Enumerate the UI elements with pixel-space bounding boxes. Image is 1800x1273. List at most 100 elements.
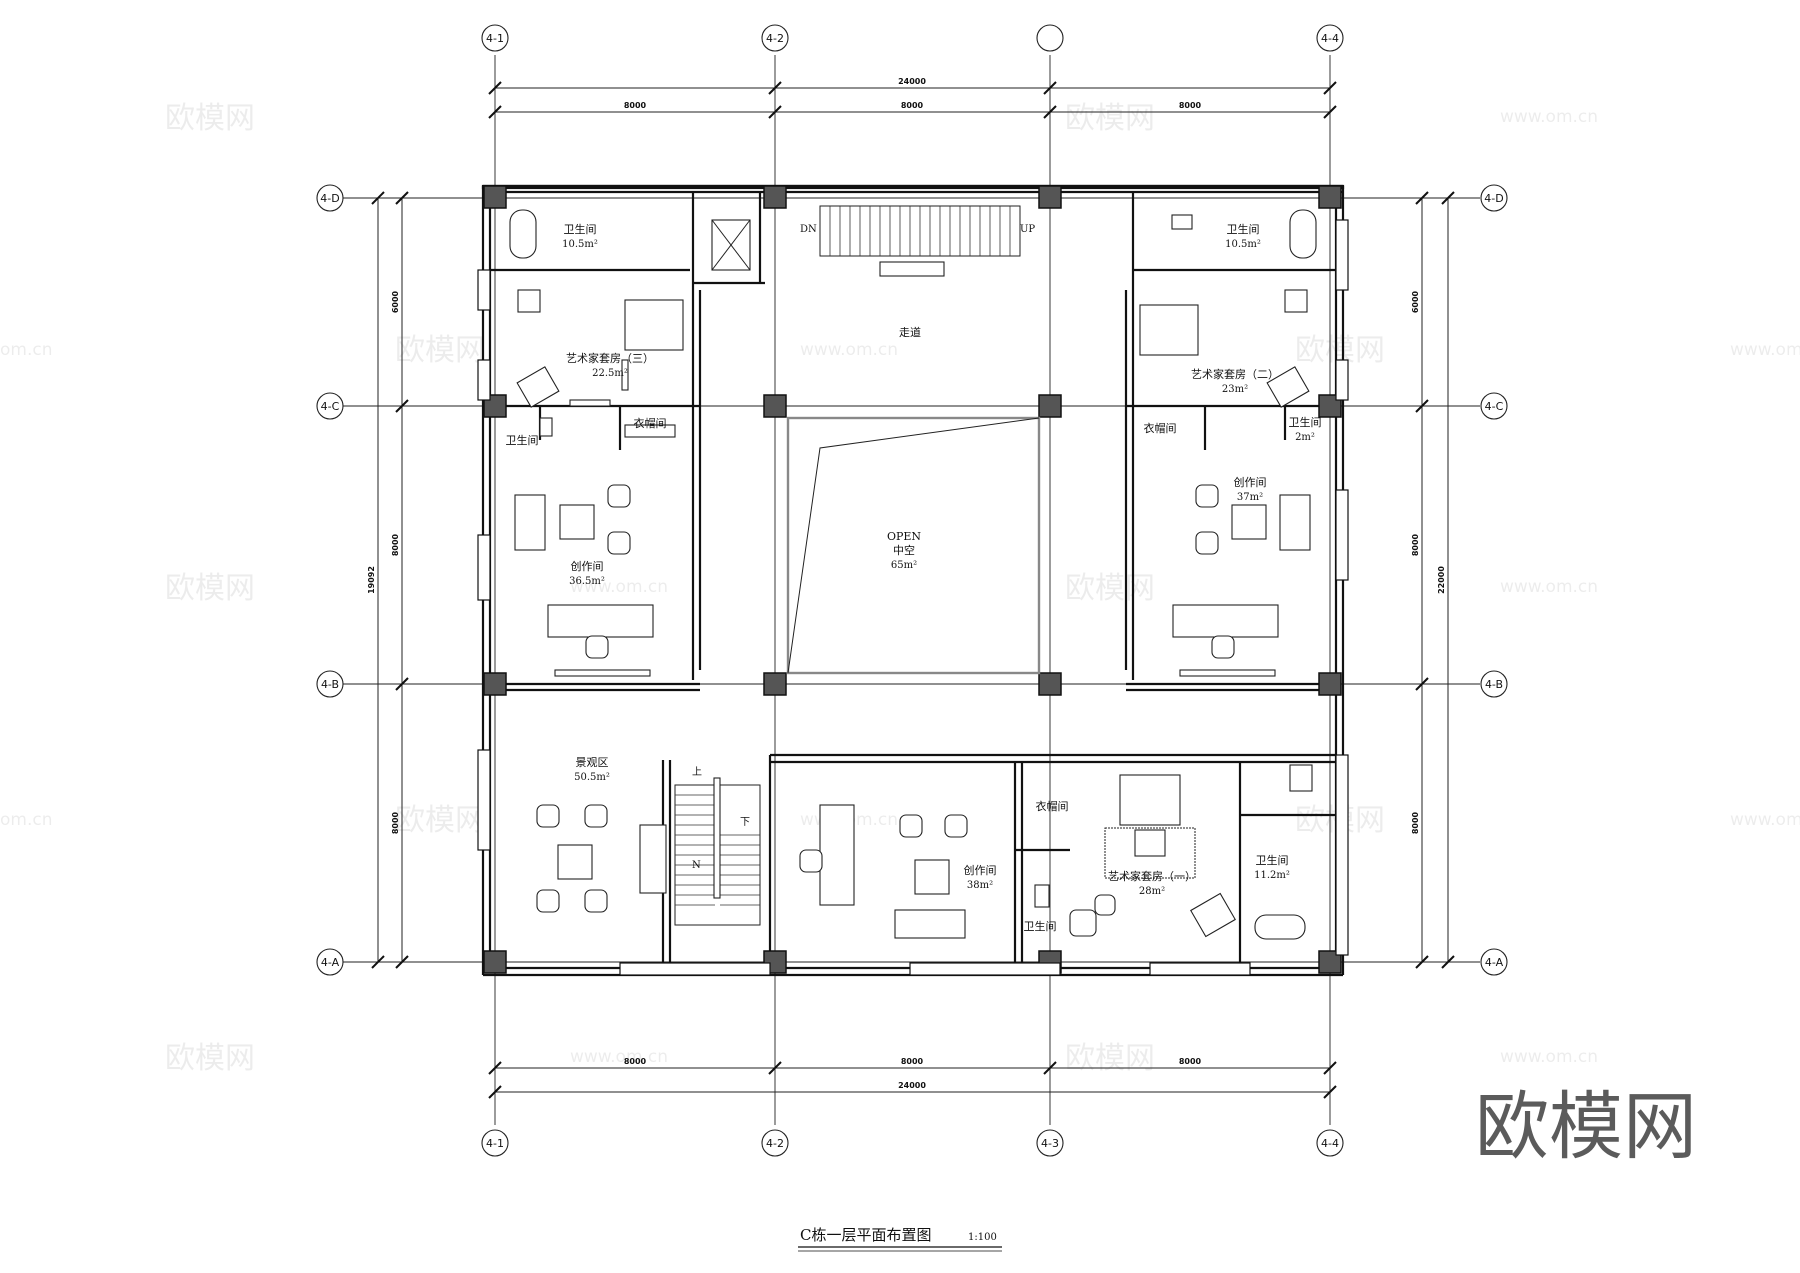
dim-left-seg-3: 8000 (391, 811, 400, 834)
room-name-studio-b: 创作间 (964, 864, 997, 877)
dim-top-total: 24000 (898, 77, 926, 86)
room-area-suite-two: 23m² (1222, 384, 1248, 395)
room-area-studio-l: 36.5m² (569, 576, 605, 587)
drawing-scale: 1:100 (968, 1232, 997, 1243)
axis-top-3 (1036, 24, 1064, 52)
watermark-url: www.om.cn (800, 340, 898, 360)
room-area-view: 50.5m² (574, 772, 610, 783)
svg-text:4-4: 4-4 (1321, 32, 1339, 45)
axis-bottom-4: 4-4 (1316, 1129, 1344, 1157)
dim-right-total: 22000 (1437, 566, 1446, 594)
watermark-brand: 欧模网 (1065, 1041, 1155, 1076)
watermark-brand: 欧模网 (1065, 101, 1155, 136)
axis-bottom-3: 4-3 (1036, 1129, 1064, 1157)
axis-left-B: 4-B (316, 670, 344, 698)
axis-right-C: 4-C (1480, 392, 1508, 420)
watermark-brand: 欧模网 (1065, 571, 1155, 606)
stair-up-label: UP (1020, 224, 1035, 235)
room-area-studio-r: 37m² (1237, 492, 1263, 503)
dim-top-seg-2: 8000 (901, 101, 924, 110)
axis-right-B: 4-B (1480, 670, 1508, 698)
room-name-suite-three: 艺术家套房（三） (566, 351, 654, 365)
watermark-brand: 欧模网 (395, 333, 485, 368)
watermark-layer: 欧模网 欧模网 www.om.cn om.cn 欧模网 www.om.cn 欧模… (0, 101, 1800, 1076)
room-area-bath-br: 11.2m² (1254, 870, 1290, 881)
room-name-suite-two: 艺术家套房（二） (1191, 367, 1279, 381)
dim-left-seg-2: 8000 (391, 533, 400, 556)
stair-top: DN UP (800, 205, 1035, 277)
dim-top-seg-1: 8000 (624, 101, 647, 110)
svg-text:4-B: 4-B (321, 678, 339, 691)
watermark-url: www.om.cn (1500, 1047, 1598, 1067)
room-name-wc-b: 卫生间 (1024, 919, 1057, 933)
watermark-brand: 欧模网 (165, 101, 255, 136)
watermark-url: www.om.cn (570, 577, 668, 597)
axis-top-4: 4-4 (1316, 24, 1344, 52)
axis-right-A: 4-A (1480, 948, 1508, 976)
dim-right-seg-1: 6000 (1411, 290, 1420, 313)
axis-top-1: 4-1 (481, 24, 509, 52)
room-area-wc-r: 2m² (1295, 432, 1315, 443)
stair2-down-label: 下 (740, 817, 750, 828)
room-name-closet-l: 衣帽间 (634, 416, 667, 430)
axis-top-2: 4-2 (761, 24, 789, 52)
axis-bottom-1: 4-1 (481, 1129, 509, 1157)
room-name-studio-l: 创作间 (571, 560, 604, 573)
axis-left-D: 4-D (316, 184, 344, 212)
stair2-up-label: 上 (692, 766, 702, 778)
room-name-suite-one: 艺术家套房（一） (1108, 869, 1196, 883)
stair-dn-label: DN (800, 224, 817, 235)
room-name-bath-br: 卫生间 (1256, 853, 1289, 867)
svg-text:4-B: 4-B (1485, 678, 1503, 691)
dim-bottom-total: 24000 (898, 1081, 926, 1090)
room-name-void-cn: 中空 (893, 543, 915, 557)
dimension-lines: 24000 8000 8000 8000 8000 8000 8000 2400… (367, 77, 1455, 1099)
room-labels: 卫生间 10.5m² 艺术家套房（三） 22.5m² 卫生间 衣帽间 创作间 3… (506, 222, 1322, 933)
room-area-void: 65m² (891, 560, 917, 571)
room-name-bath-tl: 卫生间 (564, 222, 597, 236)
room-name-wc-r: 卫生间 (1289, 415, 1322, 429)
axis-left-A: 4-A (316, 948, 344, 976)
drawing-title: C栋一层平面布置图 (800, 1226, 931, 1244)
svg-text:4-D: 4-D (1484, 192, 1503, 205)
svg-text:4-3: 4-3 (1041, 1137, 1059, 1150)
room-name-wc-l: 卫生间 (506, 433, 539, 447)
dim-bottom-seg-2: 8000 (901, 1057, 924, 1066)
svg-text:4-2: 4-2 (766, 1137, 784, 1150)
watermark-url: om.cn (0, 340, 53, 360)
watermark-url: www.om.cn (1500, 107, 1598, 127)
watermark-url: om.cn (0, 810, 53, 830)
axis-left-C: 4-C (316, 392, 344, 420)
svg-text:4-C: 4-C (321, 400, 340, 413)
room-name-closet-b: 衣帽间 (1036, 799, 1069, 813)
svg-text:4-C: 4-C (1485, 400, 1504, 413)
dim-right-seg-2: 8000 (1411, 533, 1420, 556)
watermark-url: www.om.cn (1500, 577, 1598, 597)
room-name-view: 景观区 (576, 756, 609, 769)
svg-text:4-4: 4-4 (1321, 1137, 1339, 1150)
svg-text:4-A: 4-A (1485, 956, 1504, 969)
svg-text:4-1: 4-1 (486, 1137, 504, 1150)
room-name-closet-r: 衣帽间 (1144, 421, 1177, 435)
elevator (711, 219, 751, 271)
watermark-brand: 欧模网 (165, 1041, 255, 1076)
room-area-studio-b: 38m² (967, 880, 993, 891)
void-area (786, 416, 1041, 675)
room-name-corridor: 走道 (899, 325, 921, 339)
room-name-void: OPEN (887, 530, 921, 543)
furniture (509, 209, 1317, 940)
svg-text:4-A: 4-A (321, 956, 340, 969)
logo-watermark: 欧模网 (1475, 1084, 1697, 1170)
watermark-brand: 欧模网 (395, 803, 485, 838)
room-area-bath-tl: 10.5m² (562, 239, 598, 250)
drawing-title-block: C栋一层平面布置图 1:100 (798, 1226, 1002, 1252)
svg-text:4-2: 4-2 (766, 32, 784, 45)
svg-text:4-1: 4-1 (486, 32, 504, 45)
dim-left-total: 19092 (367, 566, 376, 594)
room-name-studio-r: 创作间 (1234, 476, 1267, 489)
room-area-suite-three: 22.5m² (592, 368, 628, 379)
stair-bottom: 上 下 N (674, 766, 761, 926)
dim-bottom-seg-1: 8000 (624, 1057, 647, 1066)
north-label: N (692, 860, 701, 871)
